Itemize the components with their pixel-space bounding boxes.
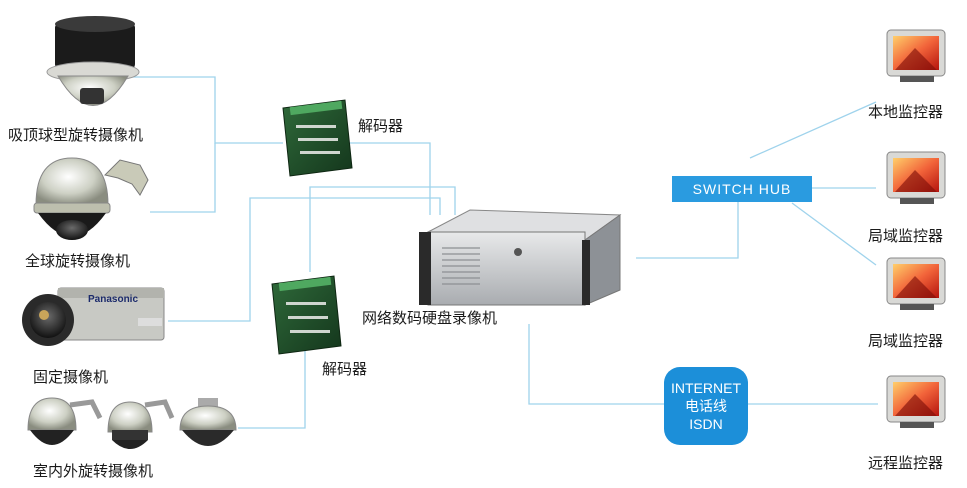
decoder-bottom-icon [271, 275, 342, 355]
monitor-lan1-icon [886, 151, 946, 204]
isdn-label: ISDN [689, 416, 723, 432]
line-fixed-to-dvr [168, 197, 441, 322]
camera-brand-text: Panasonic [88, 294, 138, 305]
switch-hub-label: SWITCH HUB [692, 181, 792, 197]
indoor-outdoor-camera-icons [27, 397, 237, 449]
indoor-camera-3-icon [179, 398, 237, 446]
line-indoor-to-decoder [238, 350, 306, 429]
connection-lines [130, 76, 878, 429]
indoor-camera-2-icon [107, 399, 175, 449]
line-hub-to-lan2 [791, 202, 877, 266]
internet-box: INTERNET 电话线 ISDN [664, 367, 748, 445]
line-dome-full-to-decoder [150, 143, 216, 213]
decoder-top-icon [282, 99, 353, 177]
internet-label: INTERNET [671, 380, 741, 396]
switch-hub-box: SWITCH HUB [672, 176, 812, 202]
monitor-remote-icon [886, 375, 946, 428]
dome-ceiling-camera-icon [46, 16, 140, 106]
fixed-camera-icon: Panasonic [22, 287, 165, 346]
indoor-camera-1-icon [27, 397, 103, 445]
line-dome-ceiling-to-decoder [130, 76, 283, 144]
line-dvr-to-internet [528, 324, 664, 405]
label-dvr: 网络数码硬盘录像机 [362, 309, 498, 327]
dome-full-camera-icon [33, 157, 149, 240]
label-indoor-outdoor-camera: 室内外旋转摄像机 [33, 462, 154, 480]
label-dome-ceiling-camera: 吸顶球型旋转摄像机 [8, 126, 144, 144]
label-monitor-remote: 远程监控器 [868, 454, 944, 472]
label-decoder-top: 解码器 [358, 117, 404, 135]
dvr-unit-icon [419, 209, 622, 306]
line-decoder-bottom-to-dvr [309, 186, 456, 272]
monitor-local-icon [886, 29, 946, 82]
label-monitor-lan1: 局域监控器 [868, 227, 944, 245]
label-decoder-bottom: 解码器 [322, 360, 368, 378]
label-fixed-camera: 固定摄像机 [33, 368, 109, 386]
phone-line-label: 电话线 [685, 398, 727, 414]
line-decoder-top-to-dvr [348, 142, 431, 215]
label-monitor-local: 本地监控器 [868, 103, 944, 121]
label-monitor-lan2: 局域监控器 [868, 332, 944, 350]
line-hub-to-local [749, 101, 877, 159]
line-dvr-to-hub [636, 202, 739, 259]
label-dome-full-camera: 全球旋转摄像机 [25, 252, 131, 270]
monitor-lan2-icon [886, 257, 946, 310]
